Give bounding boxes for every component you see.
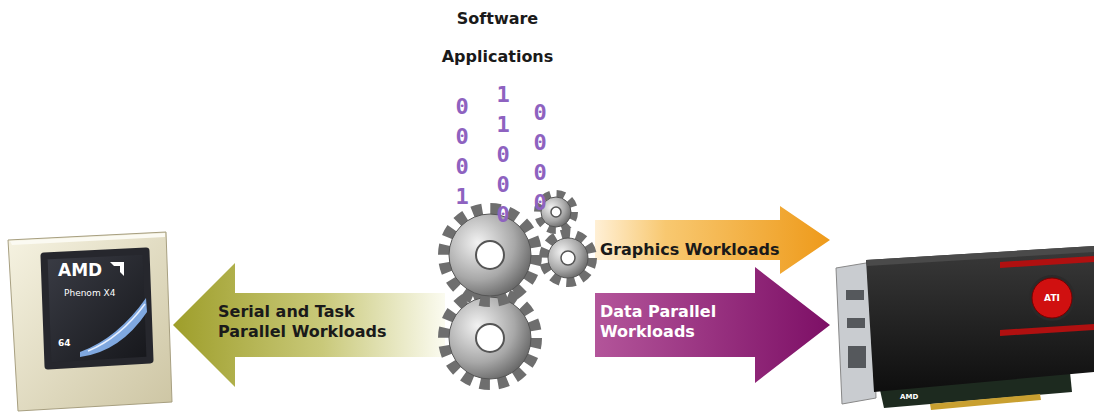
- chip-model: Phenom X4: [64, 288, 134, 299]
- binary-digits: 0 0 0 0: [533, 98, 547, 218]
- arrow-label: Serial and Task Parallel Workloads: [218, 302, 413, 342]
- chip-substrate: [8, 232, 172, 411]
- chip-brand: AMD: [58, 260, 110, 280]
- chip-package: [44, 251, 150, 366]
- gear-teeth: [544, 234, 592, 282]
- arrow-label: Graphics Workloads: [600, 240, 825, 260]
- binary-digits: 0 0 0 1: [455, 92, 469, 212]
- chip-swoosh-highlight: [88, 304, 145, 351]
- arrow-label: Data Parallel Workloads: [600, 302, 745, 342]
- amd-logo-arrow: [110, 262, 124, 276]
- gear-teeth: [444, 209, 536, 301]
- gpu-illustration: [836, 246, 1094, 410]
- shroud-stripe: [1000, 256, 1094, 268]
- cpu-chip: AMD Phenom X4 64: [8, 232, 173, 412]
- gear-hole: [476, 324, 504, 352]
- gear-hole: [551, 207, 561, 217]
- card-fingers: [930, 394, 1041, 410]
- pcb-brand: AMD: [900, 393, 924, 402]
- medium-gear: [544, 234, 592, 282]
- large-gear: [444, 292, 536, 384]
- gear-body: [449, 297, 531, 379]
- gear-hole: [476, 241, 504, 269]
- bracket-port: [847, 318, 865, 328]
- workload-arrow: [595, 267, 830, 383]
- gear-hole: [561, 251, 575, 265]
- large-gear: [444, 209, 536, 301]
- workload-arrow: [173, 263, 445, 387]
- cpu-illustration: [8, 232, 172, 411]
- fan-ring: [1029, 275, 1075, 321]
- fan-logo: [1032, 278, 1072, 318]
- chip-bits: 64: [58, 338, 78, 349]
- gear-body: [548, 238, 588, 278]
- gpu-card: ATI AMD: [830, 205, 1095, 412]
- gear-cluster: [444, 194, 592, 384]
- chip-highlight: [10, 233, 165, 245]
- shroud-stripe: [1000, 324, 1094, 336]
- fan-logo-text: ATI: [1039, 292, 1065, 304]
- heading: Software Applications: [420, 0, 575, 76]
- binary-digits: 1 1 0 0 0: [496, 80, 510, 230]
- card-shroud: [866, 246, 1094, 392]
- bracket-vent: [848, 346, 866, 368]
- gear-teeth: [444, 292, 536, 384]
- workload-arrow: [595, 206, 830, 274]
- bracket-port: [846, 290, 864, 300]
- gear-body: [449, 214, 531, 296]
- chip-swoosh: [80, 298, 147, 357]
